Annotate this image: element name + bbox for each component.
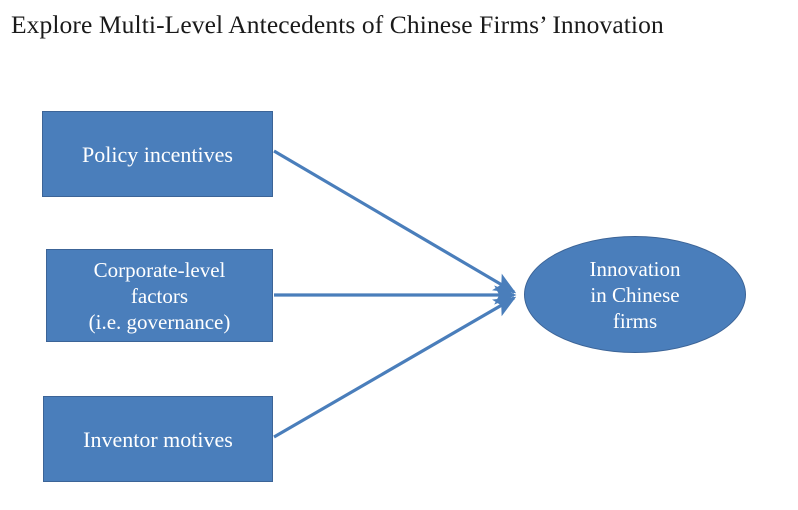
node-corporate-level-factors[interactable]: Corporate-level factors (i.e. governance… (46, 249, 273, 342)
node-innovation-in-chinese-firms[interactable]: Innovation in Chinese firms (524, 236, 746, 353)
node-policy-incentives[interactable]: Policy incentives (42, 111, 273, 197)
node-policy-incentives-label: Policy incentives (82, 141, 233, 167)
node-corporate-level-factors-label: Corporate-level factors (i.e. governance… (88, 257, 231, 334)
arrow-inventor-to-innovation (273, 296, 517, 439)
node-inventor-motives[interactable]: Inventor motives (43, 396, 273, 482)
page-title: Explore Multi-Level Antecedents of Chine… (11, 10, 664, 39)
arrow-policy-to-innovation (273, 149, 517, 294)
node-innovation-in-chinese-firms-label: Innovation in Chinese firms (589, 256, 681, 333)
node-inventor-motives-label: Inventor motives (83, 426, 233, 452)
